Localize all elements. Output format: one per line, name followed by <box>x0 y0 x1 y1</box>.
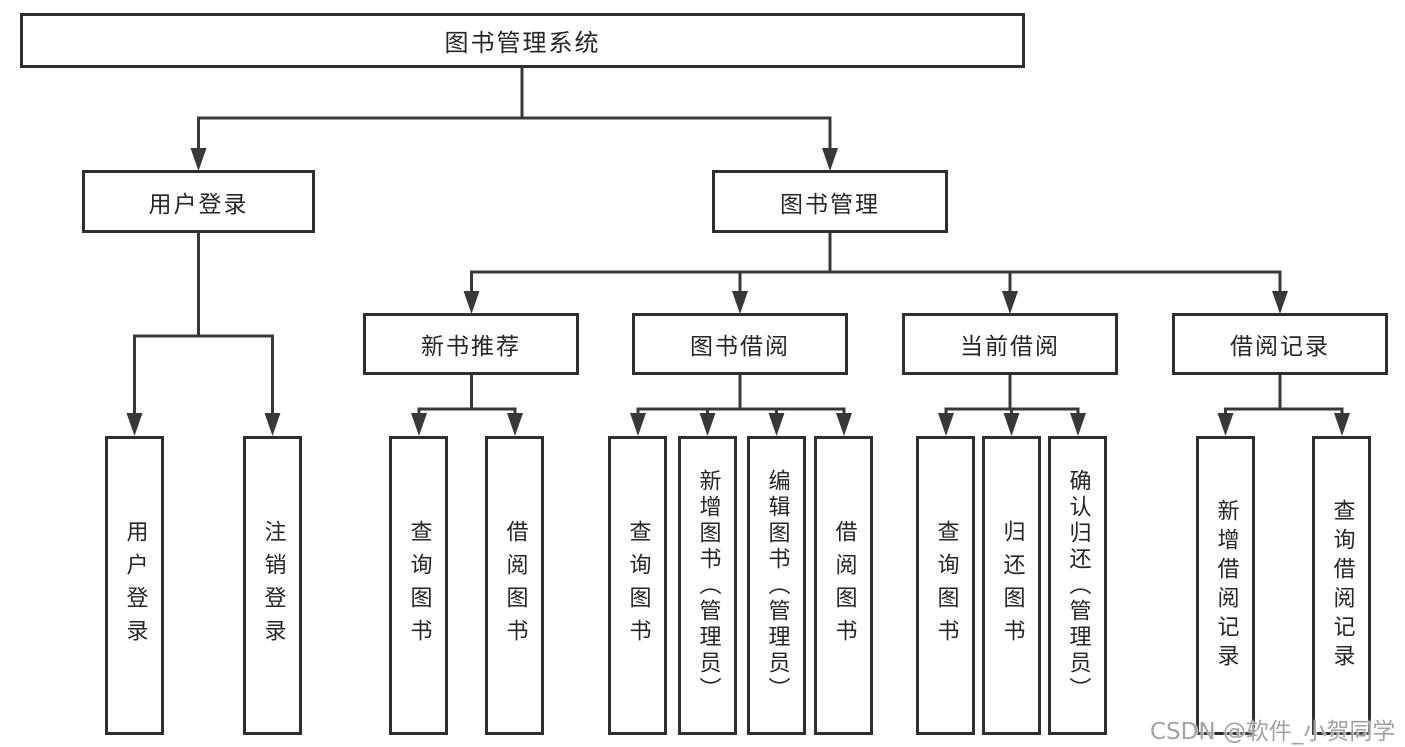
arrowhead <box>732 291 748 314</box>
leaf-br-add-record: 新增借阅记录 <box>1196 436 1255 735</box>
leaf-label: 确认归还（管理员） <box>1065 468 1091 703</box>
node-system-root: 图书管理系统 <box>20 13 1025 68</box>
node-label: 新书推荐 <box>421 334 521 360</box>
arrowhead <box>1070 413 1086 436</box>
edge-root-to-branches <box>197 66 832 152</box>
arrowhead <box>699 413 716 436</box>
arrowhead <box>630 413 646 436</box>
leaf-label: 编辑图书（管理员） <box>764 468 790 703</box>
leaf-bb-query-books: 查询图书 <box>608 436 667 735</box>
arrowhead <box>1003 413 1020 436</box>
node-label: 用户登录 <box>148 191 249 218</box>
node-new-book-recommend: 新书推荐 <box>363 313 579 375</box>
arrowhead <box>1334 413 1350 436</box>
arrowhead <box>768 413 785 436</box>
edge-user-login-to-leaves <box>133 231 274 417</box>
leaf-nbr-borrow-books: 借阅图书 <box>485 436 544 735</box>
leaf-bb-add-books-admin: 新增图书（管理员） <box>678 436 737 735</box>
arrowhead <box>1272 291 1288 314</box>
arrowhead <box>463 291 480 314</box>
edge-new-book-rec-to-leaves <box>417 373 517 417</box>
leaf-label: 新增借阅记录 <box>1213 498 1239 673</box>
csdn-watermark: CSDN @软件_小贺同学 <box>1150 719 1396 745</box>
node-current-borrowing: 当前借阅 <box>902 313 1118 375</box>
arrowhead <box>1002 291 1018 314</box>
leaf-nbr-query-books: 查询图书 <box>389 436 448 735</box>
leaf-user-login: 用户登录 <box>105 436 164 735</box>
leaf-label: 查询图书 <box>406 519 432 652</box>
node-borrowing-records: 借阅记录 <box>1172 313 1388 375</box>
arrowhead <box>822 148 838 171</box>
leaf-label: 归还图书 <box>999 519 1025 652</box>
node-book-management-branch: 图书管理 <box>712 170 948 233</box>
leaf-label: 用户登录 <box>122 519 148 652</box>
leaf-label: 查询图书 <box>933 519 959 652</box>
edge-lines <box>133 66 1344 417</box>
node-label: 借阅记录 <box>1230 334 1330 360</box>
leaf-label: 查询图书 <box>625 519 651 652</box>
leaf-label: 新增图书（管理员） <box>695 468 721 703</box>
edge-borrow-records-to-leaves <box>1224 373 1344 417</box>
edge-current-borrow-to-leaves <box>944 373 1080 417</box>
arrowhead <box>938 413 954 436</box>
arrowhead <box>126 413 143 436</box>
leaf-br-query-record: 查询借阅记录 <box>1312 436 1371 735</box>
edge-book-borrow-to-leaves <box>636 373 846 417</box>
arrowhead <box>190 148 207 171</box>
leaf-label: 查询借阅记录 <box>1329 498 1355 673</box>
arrowhead <box>836 413 852 436</box>
leaf-bb-borrow-books: 借阅图书 <box>814 436 873 735</box>
leaf-bb-edit-books-admin: 编辑图书（管理员） <box>747 436 806 735</box>
arrowhead <box>411 413 427 436</box>
node-label: 图书管理系统 <box>444 29 601 57</box>
arrowhead <box>1217 413 1234 436</box>
node-user-login-branch: 用户登录 <box>82 170 315 233</box>
arrowhead <box>264 413 281 436</box>
leaf-logout: 注销登录 <box>243 436 302 735</box>
arrowheads <box>126 148 1350 436</box>
node-label: 图书借阅 <box>690 334 790 360</box>
leaf-label: 借阅图书 <box>831 519 857 652</box>
node-label: 图书管理 <box>780 191 880 218</box>
leaf-cb-query-books: 查询图书 <box>916 436 975 735</box>
node-book-borrowing: 图书借阅 <box>632 313 848 375</box>
leaf-label: 借阅图书 <box>502 519 528 652</box>
edge-book-mgmt-to-modules <box>470 231 1282 295</box>
arrowhead <box>507 413 523 436</box>
leaf-cb-confirm-return-admin: 确认归还（管理员） <box>1048 436 1107 735</box>
leaf-label: 注销登录 <box>260 519 286 652</box>
leaf-cb-return-books: 归还图书 <box>982 436 1041 735</box>
node-label: 当前借阅 <box>960 334 1060 360</box>
